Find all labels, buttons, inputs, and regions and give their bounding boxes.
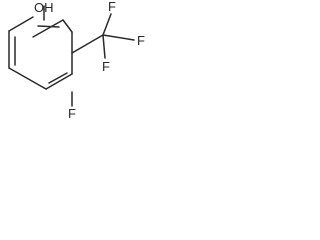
bond-ring-top-left-close [8,16,34,32]
ring-inner-double-bond-top [37,25,60,28]
bond-ring-top-to-top-right [62,19,73,33]
bond-cf3-to-f-top [102,13,112,36]
bond-cf3-to-f-right [102,34,135,41]
bond-ring-to-cf3-carbon [71,34,104,54]
cf3-fluorine-top-label: F [108,0,116,14]
ring-fluorine-label: F [68,106,76,121]
bond-ring-bottom-right-to-bottom [45,73,73,90]
bond-ring-top-left-to-top [32,19,64,38]
cf3-fluorine-right-label: F [137,33,145,48]
chemical-structure: OH F F F F [8,0,145,121]
benzene-ring [8,16,73,90]
bond-ring-bottom-to-bottom-left [8,67,47,90]
ring-inner-double-bond-bottom [48,72,68,84]
bond-cf3-to-f-bottom [102,34,106,59]
cf3-fluorine-bottom-label: F [102,59,110,74]
hydroxyl-label: OH [34,0,54,15]
